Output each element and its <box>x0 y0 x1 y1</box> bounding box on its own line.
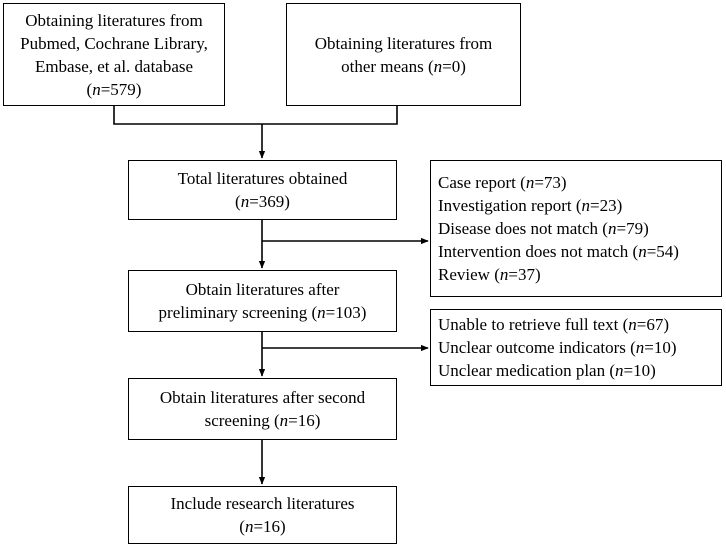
box-text-line: Obtaining literatures from <box>314 33 493 53</box>
exclusion-item: Disease does not match (n=79) <box>438 219 649 238</box>
box-count: (n=579) <box>86 79 142 99</box>
exclusion-item: Unclear medication plan (n=10) <box>438 361 656 380</box>
box-text-line: Pubmed, Cochrane Library, <box>20 33 208 53</box>
box-text-line: Embase, et al. database <box>34 56 194 76</box>
box-text-line: Obtain literatures after second <box>159 388 366 407</box>
exclusion-item: Case report (n=73) <box>438 173 567 192</box>
box-exclusions-second: Unable to retrieve full text (n=67) Uncl… <box>430 309 722 386</box>
box-text-line: (n=369) <box>235 192 290 211</box>
box-other-sources: Obtaining literatures from other means (… <box>286 3 521 106</box>
exclusion-item: Unclear outcome indicators (n=10) <box>438 338 677 357</box>
box-second-screening: Obtain literatures after second screenin… <box>128 378 397 440</box>
box-text-line: other means (n=0) <box>341 56 466 76</box>
box-text-line: Include research literatures <box>170 494 355 513</box>
box-text-line: (n=16) <box>239 517 286 536</box>
box-text-line: screening (n=16) <box>204 411 321 430</box>
box-text-line: Obtaining literatures from <box>25 10 203 30</box>
box-exclusions-first: Case report (n=73) Investigation report … <box>430 160 722 297</box>
box-preliminary-screening: Obtain literatures after preliminary scr… <box>128 270 397 332</box>
merge-connector <box>113 106 398 125</box>
box-total-obtained: Total literatures obtained (n=369) <box>128 160 397 220</box>
exclusion-item: Review (n=37) <box>438 265 541 284</box>
exclusion-item: Unable to retrieve full text (n=67) <box>438 315 670 334</box>
box-database-sources: Obtaining literatures from Pubmed, Cochr… <box>3 3 225 106</box>
box-text-line: Total literatures obtained <box>177 169 348 188</box>
box-text-line: Obtain literatures after <box>185 280 340 299</box>
box-include: Include research literatures (n=16) <box>128 486 397 544</box>
exclusion-item: Investigation report (n=23) <box>438 196 623 215</box>
box-text-line: preliminary screening (n=103) <box>158 303 367 322</box>
exclusion-item: Intervention does not match (n=54) <box>438 242 679 261</box>
